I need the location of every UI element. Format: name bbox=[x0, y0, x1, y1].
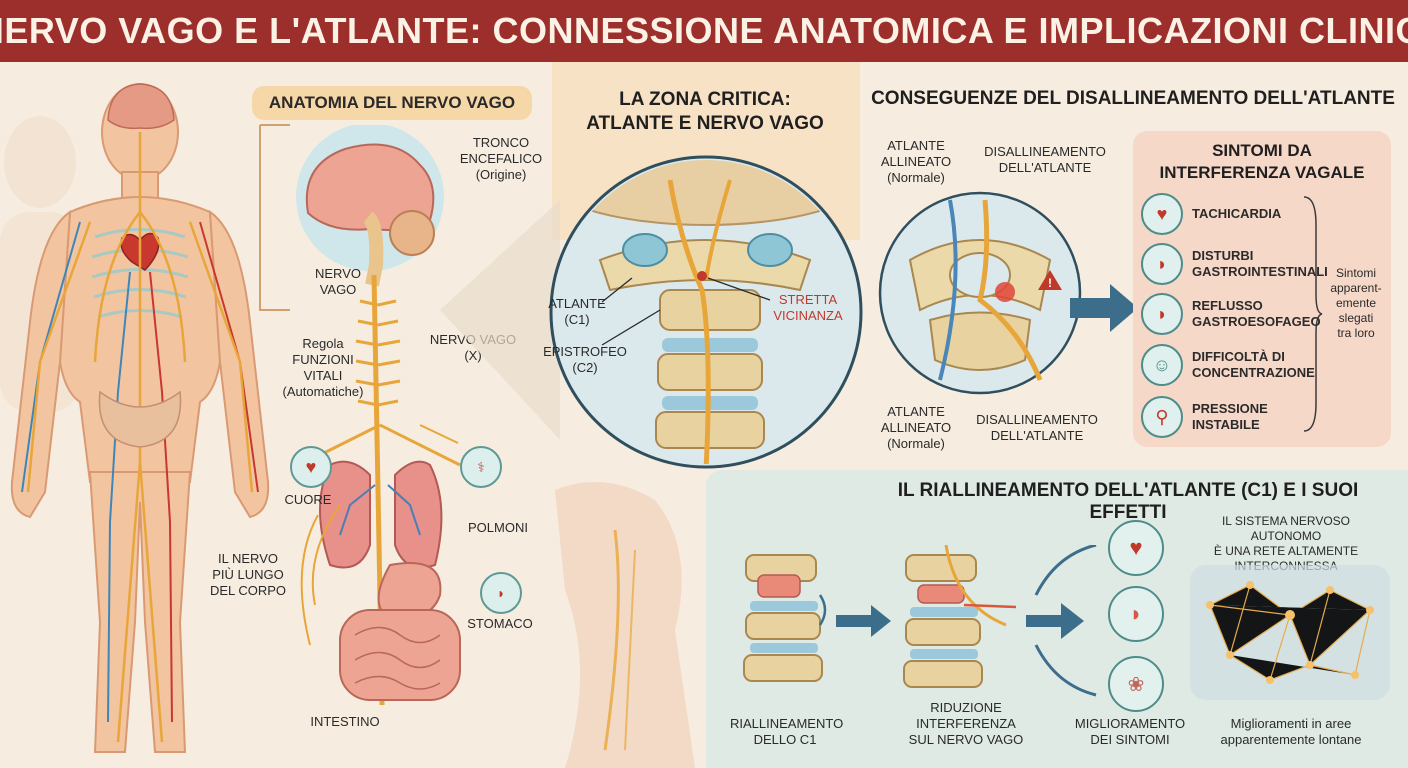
network-illustration bbox=[1190, 565, 1390, 700]
title-banner: IL NERVO VAGO E L'ATLANTE: CONNESSIONE A… bbox=[0, 0, 1408, 62]
symptom-item-1: ♥ TACHICARDIA bbox=[1141, 193, 1281, 235]
stomach-reflux-icon: ◗ bbox=[1141, 293, 1183, 335]
label-polmoni: POLMONI bbox=[468, 520, 528, 535]
symptom-label: TACHICARDIA bbox=[1192, 206, 1282, 221]
label-cuore: CUORE bbox=[284, 492, 332, 507]
symptoms-brace bbox=[1303, 196, 1323, 432]
heart-icon: ♥ bbox=[290, 446, 332, 488]
label-intestino: INTESTINO bbox=[310, 714, 380, 729]
page-title: IL NERVO VAGO E L'ATLANTE: CONNESSIONE A… bbox=[0, 10, 1408, 51]
label-epistrofeo: EPISTROFEO(C2) bbox=[543, 344, 627, 375]
heart-ecg-icon: ♥ bbox=[1141, 193, 1183, 235]
vagus-anatomy-diagram bbox=[296, 125, 461, 706]
thermometer-icon: ⚲ bbox=[1141, 396, 1183, 438]
neck-illustration bbox=[555, 482, 695, 768]
head-brain-icon: ☺ bbox=[1141, 344, 1183, 386]
heart-organ-icon: ♥ bbox=[1108, 520, 1164, 576]
stomach-icon: ◗ bbox=[1141, 243, 1183, 285]
critical-zone-heading: LA ZONA CRITICA:ATLANTE E NERVO VAGO bbox=[586, 89, 824, 134]
connector-bracket bbox=[259, 124, 290, 311]
human-body-illustration bbox=[0, 83, 270, 753]
critical-zone-magnifier bbox=[440, 155, 863, 469]
realignment-heading: IL RIALLINEAMENTO DELL'ATLANTE (C1) E I … bbox=[897, 480, 1359, 523]
label-atlante-c1: ATLANTE(C1) bbox=[548, 296, 606, 327]
stomach-icon: ◗ bbox=[480, 572, 522, 614]
misalignment-diagram: ! bbox=[878, 191, 1138, 395]
svg-text:!: ! bbox=[1048, 276, 1052, 290]
anatomy-heading-text: ANATOMIA DEL NERVO VAGO bbox=[268, 93, 516, 112]
stomach-organ-icon: ◗ bbox=[1108, 586, 1164, 642]
symptoms-box bbox=[1133, 131, 1391, 447]
label-stomaco: STOMACO bbox=[467, 616, 533, 631]
brain-organ-icon: ❀ bbox=[1108, 656, 1164, 712]
anatomy-heading: ANATOMIA DEL NERVO VAGO bbox=[252, 86, 532, 120]
lungs-icon: ⚕ bbox=[460, 446, 502, 488]
realignment-diagram bbox=[743, 545, 1097, 697]
misalignment-heading: CONSEGUENZE DEL DISALLINEAMENTO DELL'ATL… bbox=[871, 88, 1395, 109]
